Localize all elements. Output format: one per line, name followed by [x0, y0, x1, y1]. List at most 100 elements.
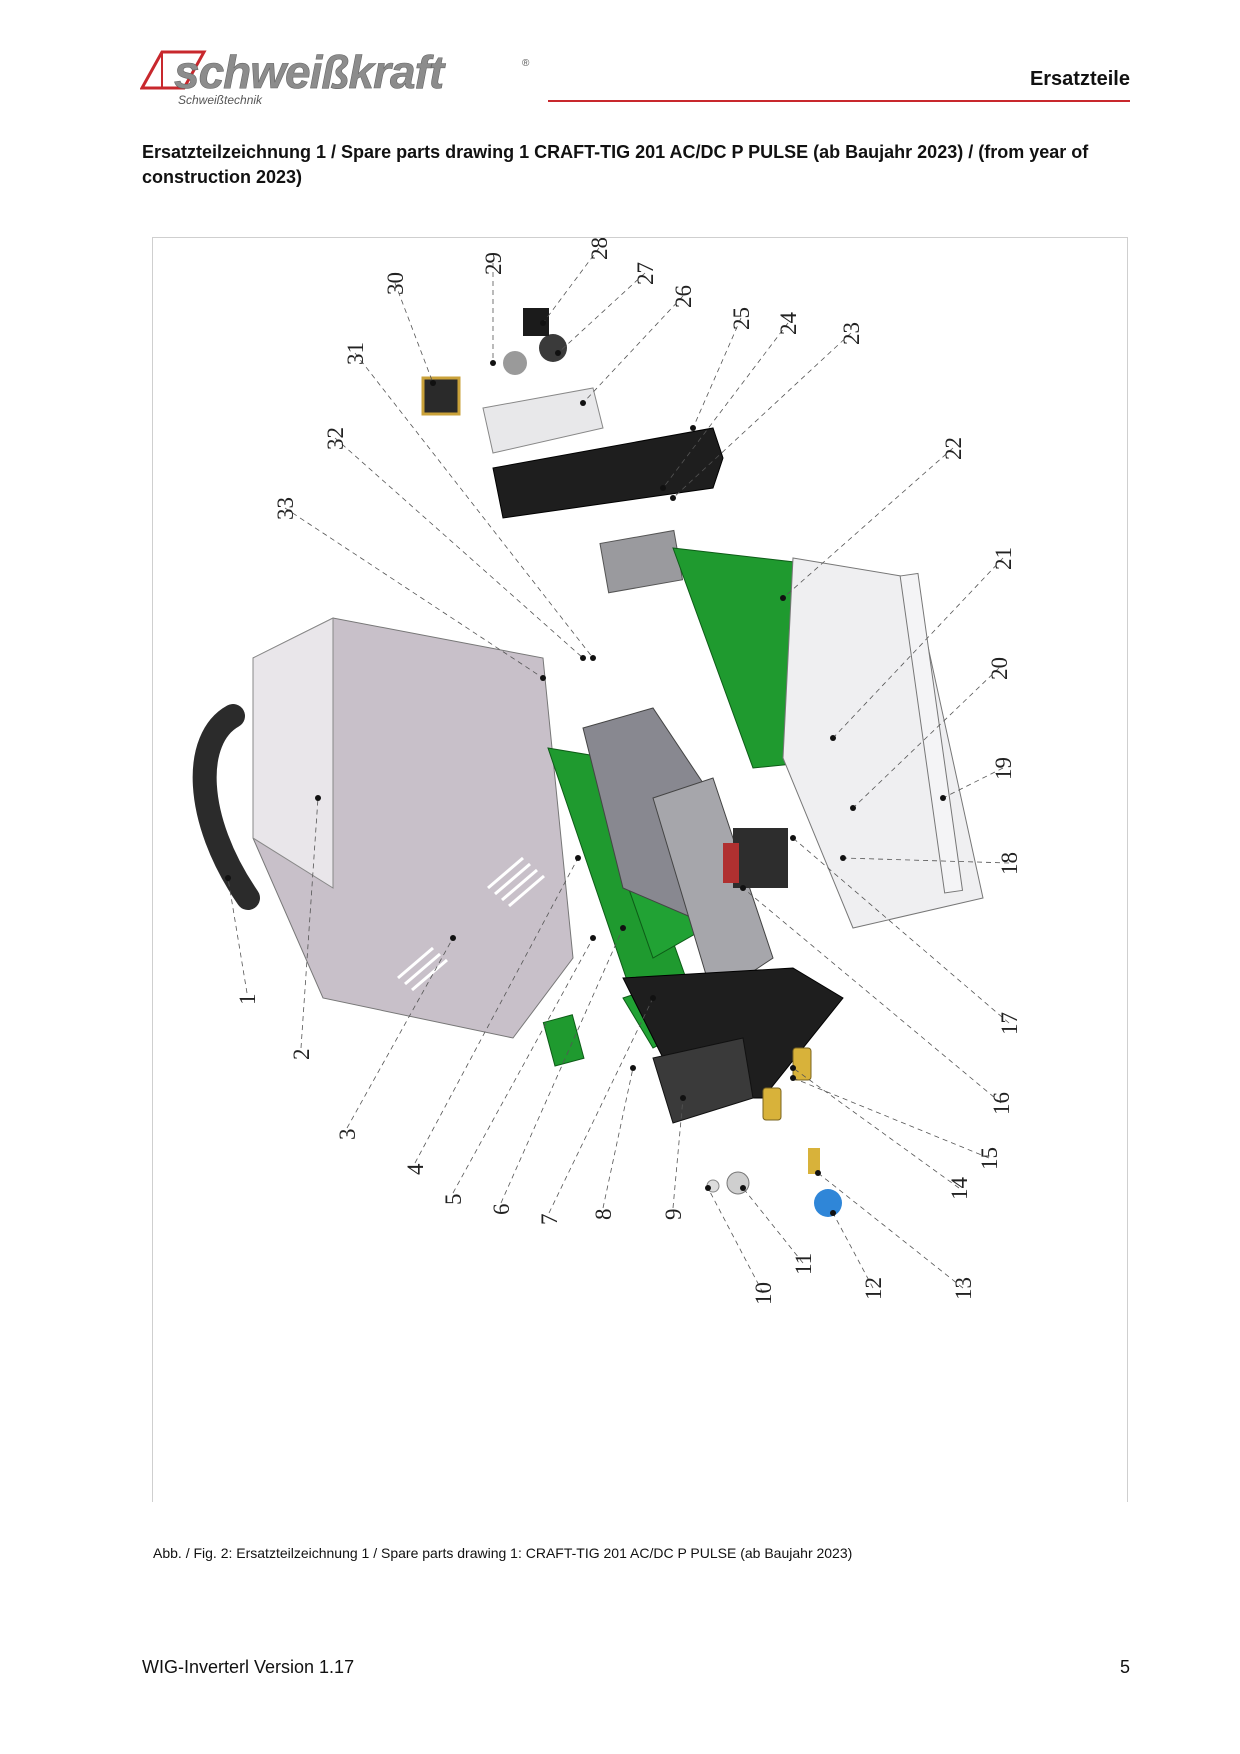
part-number-6: 6 [489, 1204, 514, 1216]
figure-caption: Abb. / Fig. 2: Ersatzteilzeichnung 1 / S… [153, 1545, 853, 1561]
leader-line-26 [582, 295, 684, 404]
part-number-31: 31 [343, 342, 368, 365]
leader-arrow-33 [540, 675, 546, 681]
part-number-26: 26 [671, 285, 696, 308]
leader-arrow-15 [790, 1075, 796, 1081]
leader-line-2 [300, 797, 319, 1049]
leader-arrow-18 [840, 855, 846, 861]
part-base-plate [782, 557, 984, 929]
part-number-19: 19 [991, 757, 1016, 780]
part-control-socket [814, 1189, 842, 1217]
leader-arrow-25 [690, 425, 696, 431]
leader-arrow-31 [590, 655, 596, 661]
leader-arrow-21 [830, 735, 836, 741]
leader-line-18 [842, 857, 1010, 864]
leader-line-4 [414, 857, 579, 1164]
leader-arrow-28 [540, 320, 546, 326]
part-number-16: 16 [989, 1092, 1014, 1115]
leader-line-13 [817, 1172, 964, 1289]
leader-arrow-12 [830, 1210, 836, 1216]
leader-arrow-16 [740, 885, 746, 891]
part-fan [599, 529, 684, 594]
part-number-8: 8 [591, 1209, 616, 1221]
leader-arrow-17 [790, 835, 796, 841]
leader-arrow-7 [650, 995, 656, 1001]
leader-line-30 [394, 282, 434, 384]
part-number-20: 20 [987, 657, 1012, 680]
leader-arrow-19 [940, 795, 946, 801]
section-label: Ersatzteile [1029, 68, 1130, 90]
leader-arrow-23 [670, 495, 676, 501]
part-number-23: 23 [839, 322, 864, 345]
logo-wordmark: schweißkraft [174, 48, 446, 98]
part-solenoid-valve [421, 376, 461, 416]
leader-line-16 [742, 887, 1002, 1104]
leader-line-3 [346, 937, 454, 1129]
leader-arrow-30 [430, 380, 436, 386]
leader-arrow-14 [790, 1065, 796, 1071]
part-number-10: 10 [751, 1282, 776, 1305]
footer-document-version: WIG-Inverterl Version 1.17 [142, 1657, 355, 1677]
leader-line-17 [792, 837, 1010, 1024]
part-gas-connector [539, 334, 567, 362]
part-number-3: 3 [335, 1129, 360, 1141]
leader-line-14 [792, 1067, 960, 1189]
part-number-7: 7 [537, 1214, 562, 1226]
leader-arrow-27 [555, 350, 561, 356]
part-number-2: 2 [289, 1049, 314, 1061]
leader-arrow-11 [740, 1185, 746, 1191]
part-number-14: 14 [947, 1177, 972, 1201]
part-inner-frame [652, 777, 774, 999]
leader-line-5 [452, 937, 594, 1194]
part-knob [726, 1171, 750, 1195]
leader-line-7 [548, 997, 654, 1214]
part-number-5: 5 [441, 1194, 466, 1206]
part-number-22: 22 [941, 437, 966, 460]
leader-line-12 [832, 1212, 874, 1289]
part-number-30: 30 [383, 272, 408, 295]
logo-subtitle: Schweißtechnik [178, 93, 263, 107]
leader-line-27 [557, 272, 646, 354]
leader-arrow-9 [680, 1095, 686, 1101]
part-dinse-sockets [762, 1047, 812, 1121]
leader-arrow-13 [815, 1170, 821, 1176]
part-number-24: 24 [776, 312, 801, 336]
leader-line-9 [672, 1097, 684, 1209]
part-number-1: 1 [235, 994, 260, 1006]
part-number-18: 18 [997, 852, 1022, 875]
leader-arrow-29 [490, 360, 496, 366]
leader-line-8 [602, 1067, 634, 1209]
leader-arrow-5 [590, 935, 596, 941]
leader-arrow-32 [580, 655, 586, 661]
leader-line-1 [227, 877, 248, 994]
leader-line-11 [742, 1187, 804, 1264]
logo-registered: ® [522, 58, 530, 69]
leader-line-28 [542, 247, 600, 324]
part-number-4: 4 [403, 1163, 428, 1175]
part-small-pcb [542, 1014, 585, 1067]
brand-logo: schweißkraft ® Schweißtechnik [139, 46, 540, 108]
leader-line-23 [672, 332, 852, 499]
part-number-21: 21 [991, 547, 1016, 570]
leader-arrow-8 [630, 1065, 636, 1071]
part-front-plate [652, 1037, 754, 1124]
part-number-29: 29 [481, 252, 506, 275]
leader-line-25 [692, 317, 742, 429]
part-number-13: 13 [951, 1277, 976, 1300]
part-number-32: 32 [323, 427, 348, 450]
part-main-transformer [723, 828, 788, 888]
header-divider [548, 100, 1130, 102]
part-number-12: 12 [861, 1277, 886, 1300]
leader-line-10 [707, 1187, 764, 1294]
leader-line-32 [334, 437, 584, 659]
leader-line-22 [782, 447, 954, 599]
part-number-15: 15 [977, 1147, 1002, 1170]
leader-line-31 [354, 352, 594, 659]
part-number-9: 9 [661, 1209, 686, 1221]
part-number-17: 17 [997, 1012, 1022, 1035]
logo-mark-icon: schweißkraft ® Schweißtechnik [139, 46, 530, 107]
part-vent-slots [397, 856, 545, 992]
leader-line-19 [942, 767, 1004, 799]
